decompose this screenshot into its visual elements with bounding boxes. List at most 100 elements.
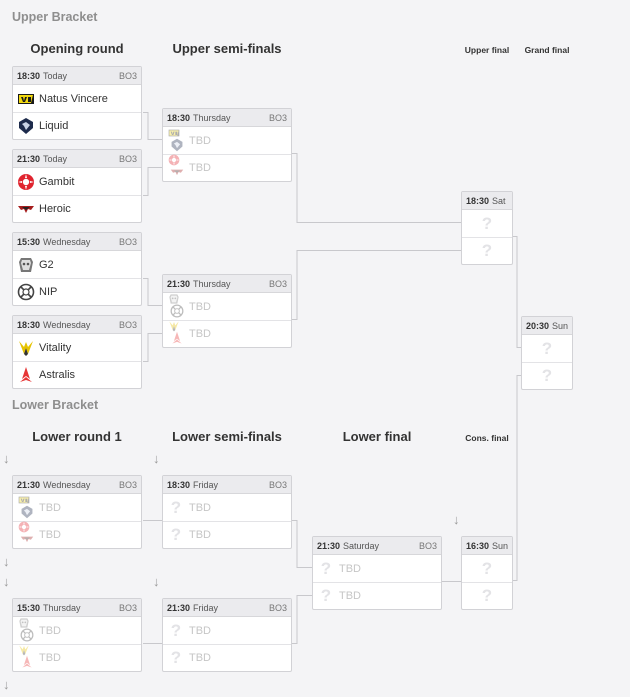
match-card-lower-semi-1[interactable]: 18:30 Friday BO3 ? TBD ? TBD	[162, 475, 292, 549]
team-row-tbd[interactable]: ? TBD	[163, 521, 291, 548]
team-row-nip[interactable]: NIP	[13, 278, 141, 305]
team-name: Liquid	[39, 120, 69, 132]
team-row-liquid[interactable]: Liquid	[13, 112, 141, 139]
question-mark-icon: ?	[541, 338, 553, 358]
match-time: 15:30	[17, 602, 41, 613]
team-row-tbd[interactable]: ? TBD	[163, 617, 291, 644]
match-card-upper-semi-2[interactable]: 21:30 Thursday BO3 TBD TBD	[162, 274, 292, 348]
match-card-upper-final[interactable]: 18:30 Sat ? ?	[461, 191, 513, 265]
match-card-cons-final[interactable]: 16:30 Sun ? ?	[461, 536, 513, 610]
team-row-tbd[interactable]: TBD	[163, 154, 291, 181]
match-day: Thursday	[43, 602, 81, 613]
team-row-navi[interactable]: Natus Vincere	[13, 85, 141, 112]
match-header: 21:30 Friday BO3	[163, 599, 291, 617]
team-name: TBD	[189, 328, 211, 340]
question-mark-icon: ?	[170, 648, 182, 667]
question-mark-icon: ?	[481, 586, 493, 605]
team-row-tbd[interactable]: ? TBD	[163, 494, 291, 521]
team-row-unknown[interactable]: ?	[462, 582, 512, 609]
question-mark-icon: ?	[170, 620, 182, 640]
team-row-tbd[interactable]: ? TBD	[313, 582, 441, 609]
match-header: 18:30 Thursday BO3	[163, 109, 291, 127]
g2-nip-logo-icon	[17, 622, 35, 640]
match-day: Sun	[492, 540, 509, 551]
match-card-upper-semi-1[interactable]: 18:30 Thursday BO3 TBD TBD	[162, 108, 292, 182]
team-name: TBD	[39, 652, 61, 664]
team-row-vitality[interactable]: Vitality	[13, 334, 141, 361]
team-name: TBD	[189, 624, 211, 637]
match-header: 21:30 Thursday BO3	[163, 275, 291, 293]
match-format: BO3	[268, 479, 287, 490]
match-header: 18:30 Friday BO3	[163, 476, 291, 494]
down-arrow-icon: ↓	[3, 554, 10, 569]
match-card-opening-3[interactable]: 15:30 Wednesday BO3 G2 NIP	[12, 232, 142, 306]
match-time: 21:30	[17, 479, 41, 490]
navi-liquid-logo-icon	[17, 499, 35, 517]
match-day: Today	[43, 70, 68, 81]
vitality-astralis-logo-icon	[17, 649, 35, 667]
match-header: 18:30 Sat	[462, 192, 512, 210]
match-time: 18:30	[167, 112, 191, 123]
match-format: BO3	[268, 112, 287, 123]
navi-logo-icon	[17, 90, 35, 108]
match-header: 18:30 Wednesday BO3	[13, 316, 141, 334]
team-row-tbd[interactable]: TBD	[13, 617, 141, 644]
match-header: 16:30 Sun	[462, 537, 512, 555]
heroic-logo-icon	[17, 200, 35, 218]
match-format: BO3	[118, 153, 137, 164]
match-card-lower-r1-1[interactable]: 21:30 Wednesday BO3 TBD TBD	[12, 475, 142, 549]
match-day: Thursday	[193, 278, 231, 289]
team-row-heroic[interactable]: Heroic	[13, 195, 141, 222]
match-card-opening-2[interactable]: 21:30 Today BO3 Gambit Heroic	[12, 149, 142, 223]
team-row-tbd[interactable]: ? TBD	[313, 555, 441, 582]
match-format: BO3	[118, 479, 137, 490]
team-row-unknown[interactable]: ?	[522, 362, 572, 389]
match-time: 21:30	[167, 602, 191, 613]
match-header: 21:30 Wednesday BO3	[13, 476, 141, 494]
match-day: Today	[43, 153, 68, 164]
round-title-upper-semis: Upper semi-finals	[172, 41, 282, 56]
match-time: 16:30	[466, 540, 490, 551]
team-row-tbd[interactable]: ? TBD	[163, 644, 291, 671]
down-arrow-icon: ↓	[3, 677, 10, 692]
match-time: 18:30	[167, 479, 191, 490]
match-card-lower-semi-2[interactable]: 21:30 Friday BO3 ? TBD ? TBD	[162, 598, 292, 672]
round-title-upper-final: Upper final	[464, 45, 510, 55]
match-day: Saturday	[343, 540, 380, 551]
team-row-tbd[interactable]: TBD	[163, 127, 291, 154]
team-row-unknown[interactable]: ?	[462, 555, 512, 582]
match-format: BO3	[418, 540, 437, 551]
team-row-tbd[interactable]: TBD	[13, 494, 141, 521]
question-mark-icon: ?	[320, 558, 332, 578]
match-card-grand-final[interactable]: 20:30 Sun ? ?	[521, 316, 573, 390]
round-title-lower-semis: Lower semi-finals	[172, 429, 282, 444]
upper-bracket-title: Upper Bracket	[12, 10, 98, 24]
match-card-opening-1[interactable]: 18:30 Today BO3 Natus Vincere Liquid	[12, 66, 142, 140]
round-title-cons-final: Cons. final	[465, 433, 509, 443]
team-row-unknown[interactable]: ?	[462, 237, 512, 264]
down-arrow-icon: ↓	[3, 451, 10, 466]
team-row-astralis[interactable]: Astralis	[13, 361, 141, 388]
match-time: 21:30	[17, 153, 41, 164]
round-title-grand-final: Grand final	[524, 45, 570, 55]
match-card-opening-4[interactable]: 18:30 Wednesday BO3 Vitality Astralis	[12, 315, 142, 389]
team-row-tbd[interactable]: TBD	[13, 521, 141, 548]
team-name: G2	[39, 258, 54, 271]
team-name: TBD	[189, 529, 211, 541]
down-arrow-icon: ↓	[3, 574, 10, 589]
team-row-g2[interactable]: G2	[13, 251, 141, 278]
team-row-tbd[interactable]: TBD	[13, 644, 141, 671]
team-row-tbd[interactable]: TBD	[163, 293, 291, 320]
vitality-logo-icon	[17, 339, 35, 357]
nip-logo-icon	[17, 283, 35, 301]
match-card-lower-r1-2[interactable]: 15:30 Thursday BO3 TBD TBD	[12, 598, 142, 672]
question-mark-icon: ?	[170, 525, 182, 544]
team-row-gambit[interactable]: Gambit	[13, 168, 141, 195]
team-row-tbd[interactable]: TBD	[163, 320, 291, 347]
down-arrow-icon: ↓	[453, 512, 460, 527]
match-card-lower-final[interactable]: 21:30 Saturday BO3 ? TBD ? TBD	[312, 536, 442, 610]
team-row-unknown[interactable]: ?	[462, 210, 512, 237]
team-row-unknown[interactable]: ?	[522, 335, 572, 362]
team-name: TBD	[39, 529, 61, 541]
match-header: 21:30 Today BO3	[13, 150, 141, 168]
